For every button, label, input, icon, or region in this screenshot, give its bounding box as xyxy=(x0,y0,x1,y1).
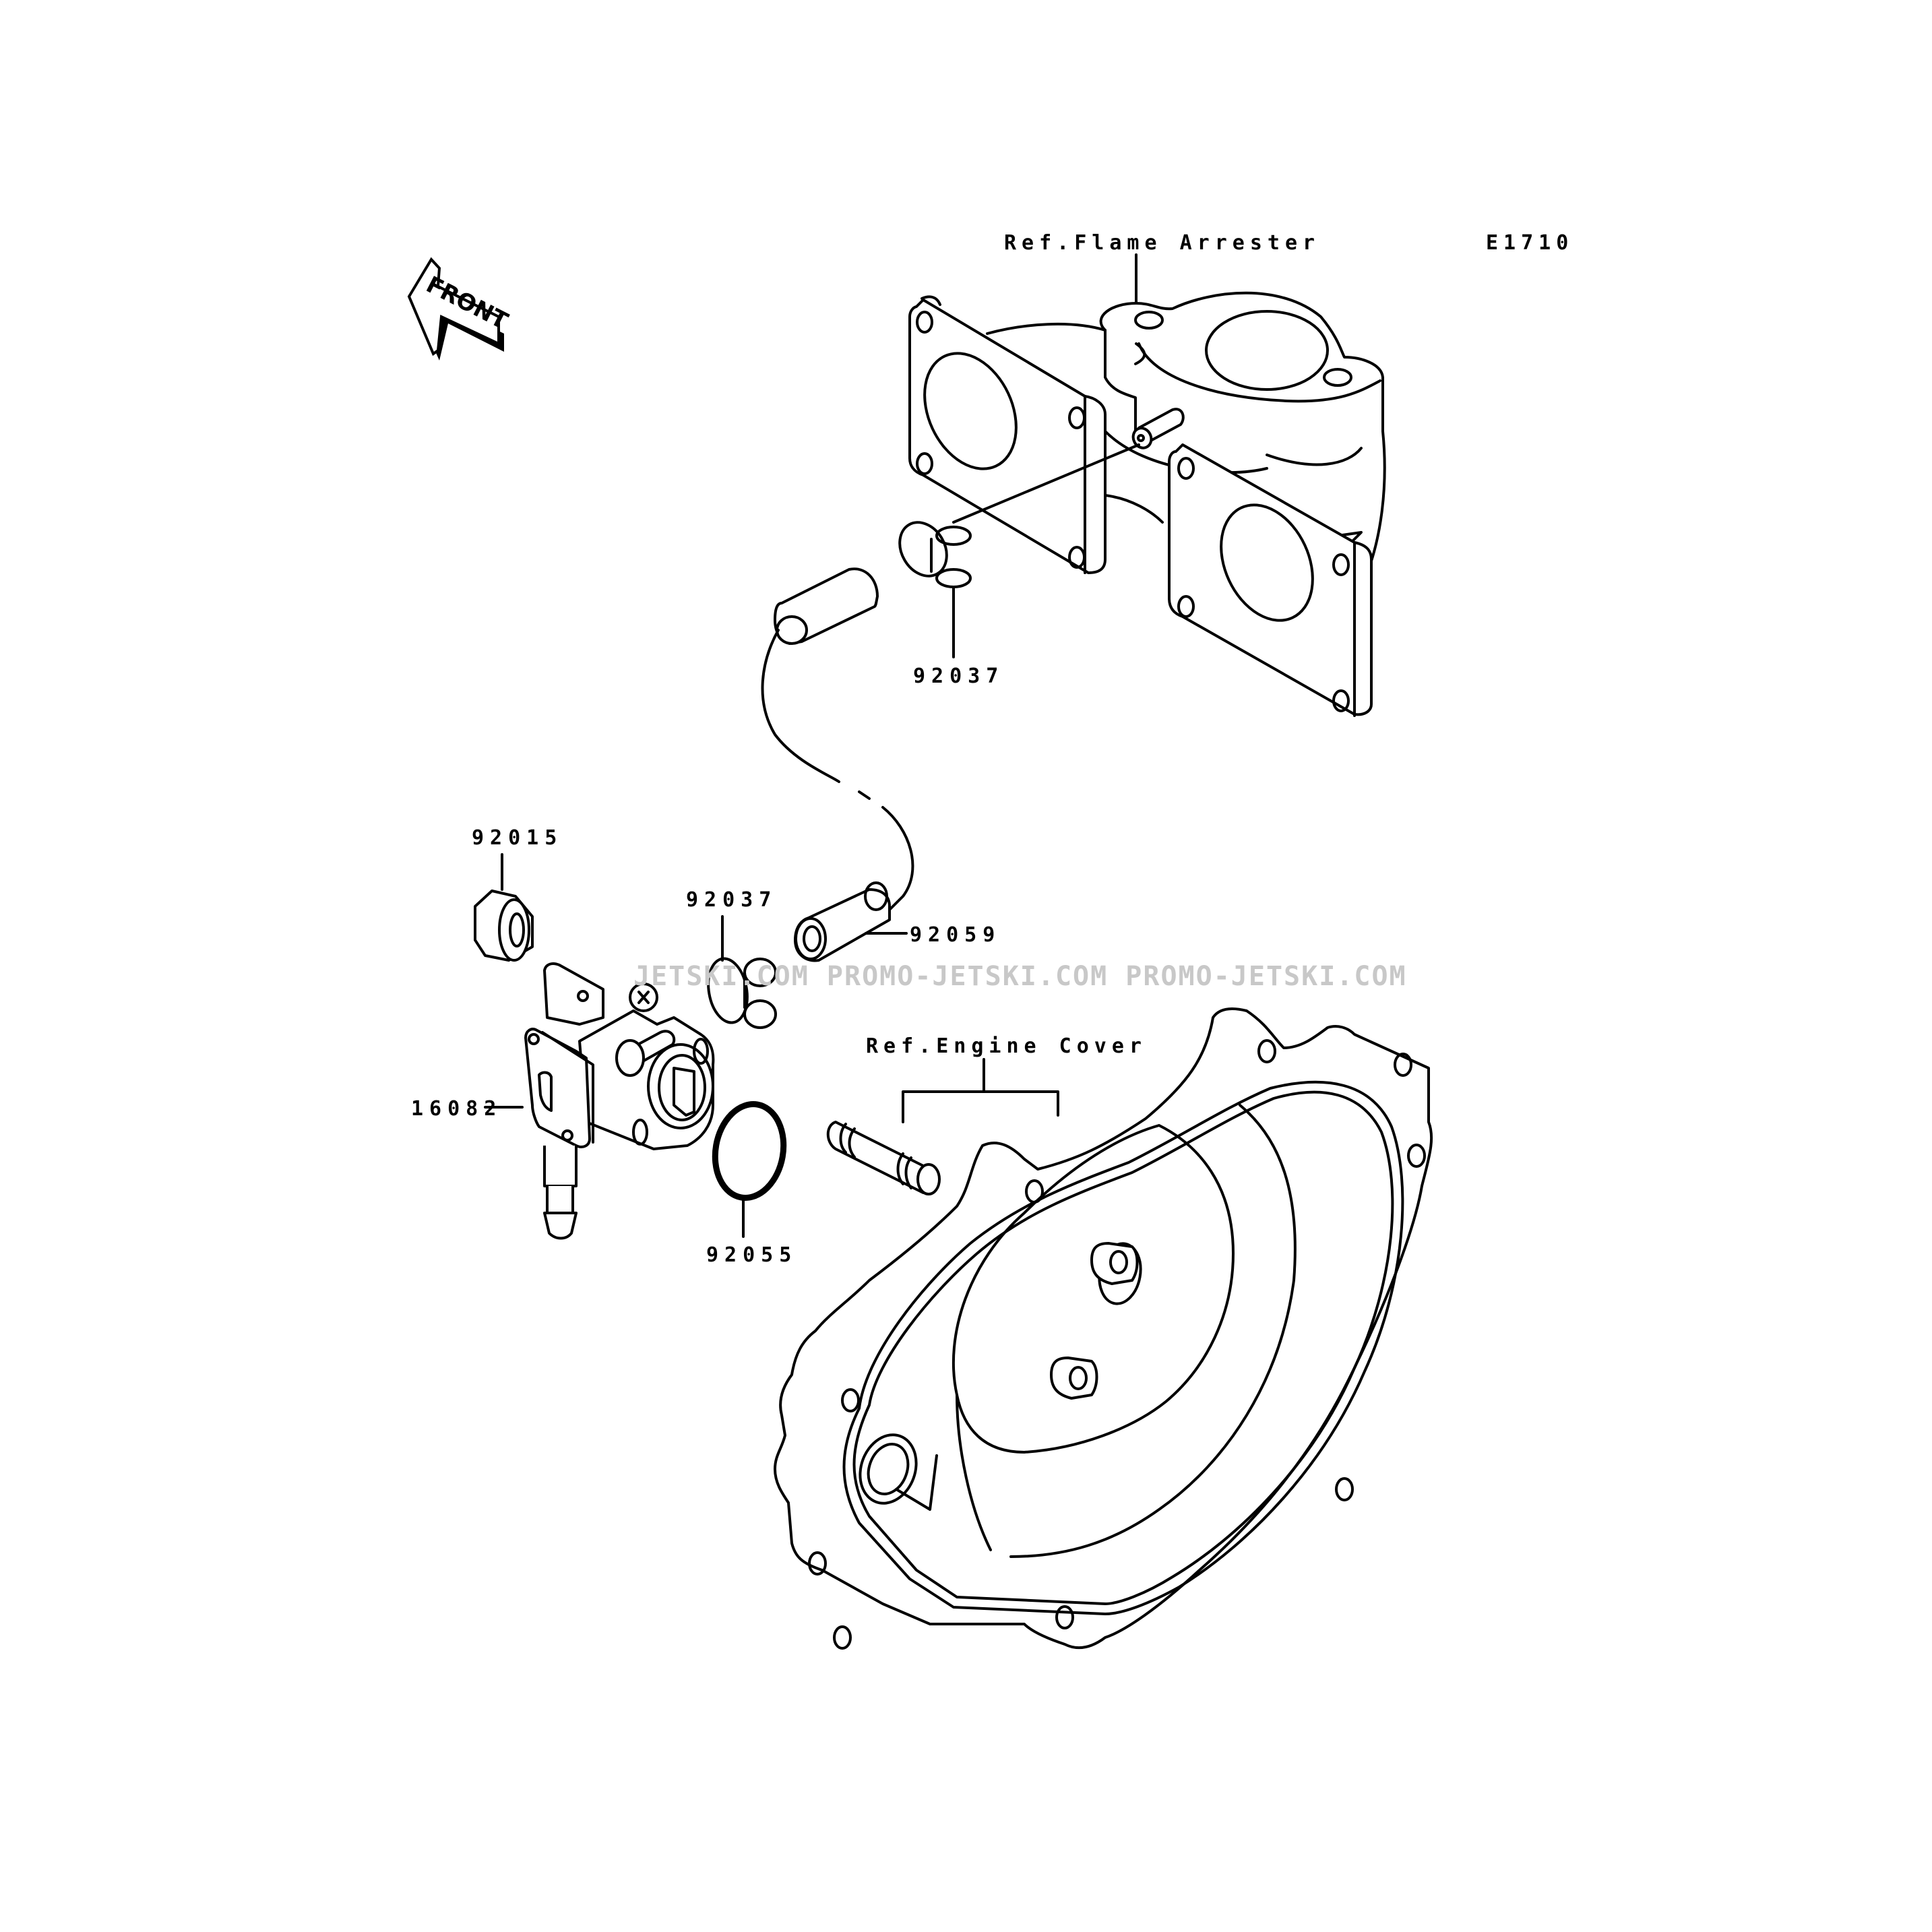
engine-cover-bosses xyxy=(1050,1242,1142,1400)
engine-cover-drawing xyxy=(774,1007,1433,1650)
flame-arrester-drawing xyxy=(908,291,1386,717)
watermark: JETSKI.COM PROMO-JETSKI.COM PROMO-JETSKI… xyxy=(633,961,1407,992)
engine-cover-bolt-holes xyxy=(808,1039,1426,1650)
o-ring-pair-top xyxy=(898,521,972,588)
nut-drawing xyxy=(474,890,534,962)
part-label-92015: 92015 xyxy=(472,826,563,850)
figure-code: E1710 xyxy=(1486,231,1573,255)
part-label-16082: 16082 xyxy=(411,1097,502,1121)
part-label-92037-top: 92037 xyxy=(913,664,1004,688)
front-arrow-icon: FRONT xyxy=(407,257,513,361)
fuel-cock-drawing xyxy=(524,962,715,1240)
ref-engine-cover-label: Ref.Engine Cover xyxy=(866,1034,1147,1058)
o-ring-pair-mid xyxy=(707,957,777,1029)
ref-flame-arrester-label: Ref.Flame Arrester xyxy=(1004,231,1320,255)
part-label-92037-mid: 92037 xyxy=(686,888,777,912)
o-ring-large xyxy=(712,1101,787,1201)
hose-drawing xyxy=(761,567,914,962)
part-label-92059: 92059 xyxy=(910,923,1001,947)
dowel-pin-drawing xyxy=(826,1121,941,1195)
engine-cover-bracket xyxy=(902,1058,1059,1123)
part-label-92055: 92055 xyxy=(706,1243,797,1267)
